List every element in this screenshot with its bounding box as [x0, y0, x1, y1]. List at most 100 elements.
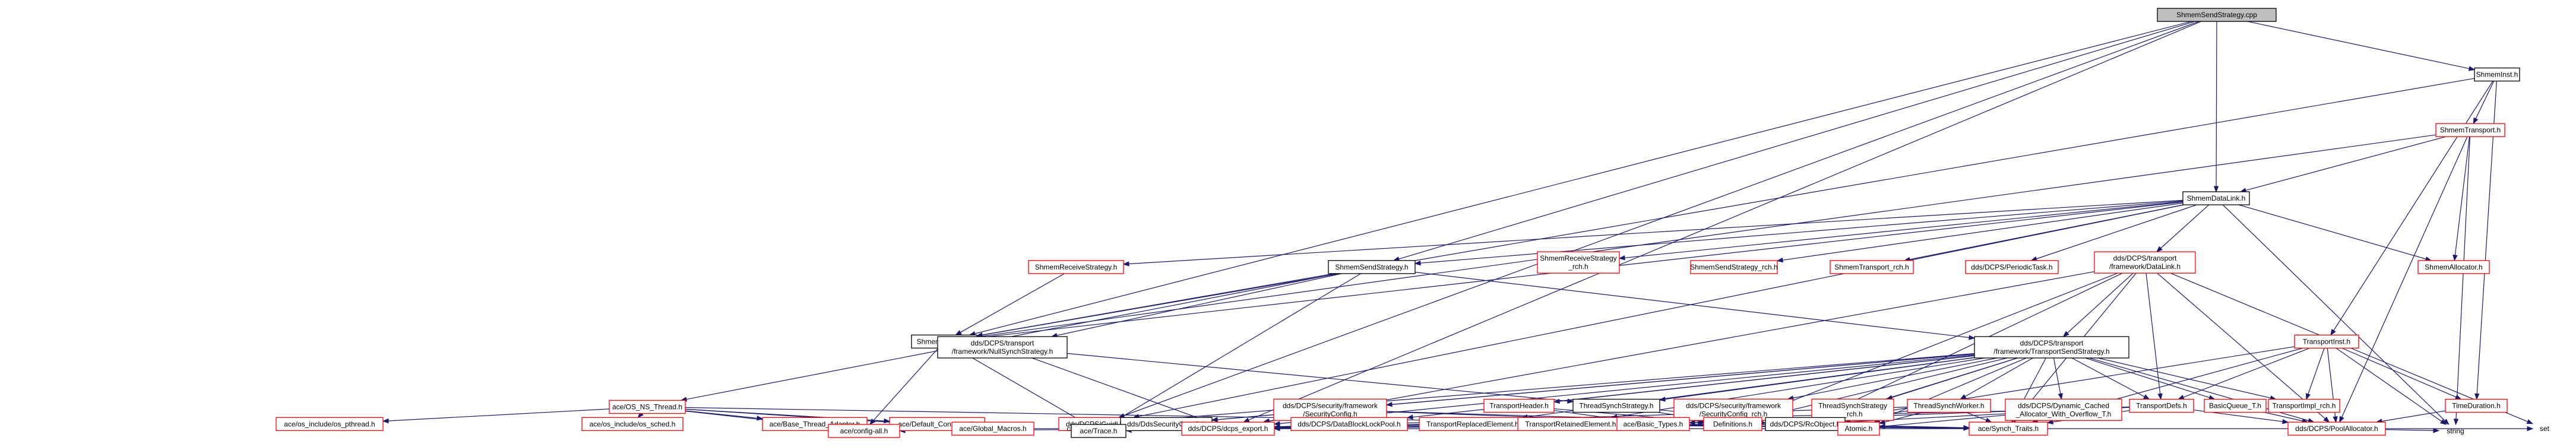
node-box [1690, 260, 1778, 274]
edge-line [1754, 272, 2118, 416]
node-box [609, 400, 686, 414]
node-shmem-transport[interactable]: ShmemTransport.h [2435, 123, 2505, 137]
node-os-include-pthread[interactable]: ace/os_include/os_pthread.h [276, 417, 384, 432]
node-transport-defs[interactable]: TransportDefs.h [2129, 398, 2194, 413]
node-label: _rch.h [1568, 262, 1588, 271]
node-config-all[interactable]: ace/config-all.h [828, 424, 900, 438]
node-shmem-receive-strategy-rch[interactable]: ShmemReceiveStrategy_rch.h [1537, 251, 1620, 274]
node-thread-synch-worker[interactable]: ThreadSynchWorker.h [1907, 398, 1991, 413]
edge-transport_inst-to-transport_impl_rch [2306, 348, 2325, 400]
node-transport-replaced-element[interactable]: TransportReplacedElement.h [1419, 417, 1527, 432]
edge-arrowhead [2323, 416, 2330, 423]
edge-line [1269, 271, 2095, 422]
node-shmem-send-strategy-rch[interactable]: ShmemSendStrategy_rch.h [1690, 260, 1778, 274]
node-box [2294, 334, 2359, 349]
node-label: ace/OS_NS_Thread.h [612, 402, 682, 411]
node-box [2287, 421, 2386, 436]
edge-line [2308, 348, 2325, 395]
edge-line [1420, 200, 2183, 264]
edge-line [2157, 272, 2325, 419]
node-transport-inst[interactable]: TransportInst.h [2294, 334, 2359, 349]
node-label: ace/Global_Macros.h [959, 424, 1026, 433]
edge-shmem_datalink-to-shmem_receive_strategy [1122, 199, 2183, 267]
node-data-block-lock-pool[interactable]: dds/DCPS/DataBlockLockPool.h [1290, 417, 1408, 432]
edge-arrowhead [1618, 255, 1625, 261]
edge-line [982, 134, 2436, 337]
edge-line [1031, 357, 1205, 421]
edge-line [2341, 347, 2457, 398]
node-security-config[interactable]: dds/DCPS/security/framework/SecurityConf… [1273, 398, 1387, 421]
node-label: ShmemReceiveStrategy.h [1035, 263, 1118, 271]
node-shmem-datalink[interactable]: ShmemDataLink.h [2182, 191, 2250, 205]
node-shmem-send-strategy[interactable]: ShmemSendStrategy.h [1328, 260, 1416, 274]
node-transport-impl-rch[interactable]: TransportImpl_rch.h [2268, 398, 2340, 413]
node-os-ns-thread[interactable]: ace/OS_NS_Thread.h [609, 400, 686, 414]
node-synch-traits[interactable]: ace/Synch_Traits.h [1969, 421, 2048, 436]
node-datalink[interactable]: dds/DCPS/transport/framework/DataLink.h [2094, 251, 2196, 274]
node-global-macros[interactable]: ace/Global_Macros.h [951, 421, 1034, 436]
node-atomic[interactable]: Atomic.h [1837, 421, 1880, 436]
node-thread-synch-strategy-rch[interactable]: ThreadSynchStrategy_rch.h [1811, 398, 1894, 421]
edge-line [388, 408, 610, 421]
edge-arrowhead [2452, 254, 2458, 262]
node-transport-header[interactable]: TransportHeader.h [1483, 398, 1555, 413]
node-box [276, 417, 384, 432]
node-pool-allocator[interactable]: dds/DCPS/PoolAllocator.h [2287, 421, 2386, 436]
edge-null_synch-to-dcps_export [1031, 357, 1211, 423]
edge-datalink-to-transport_defs [2145, 273, 2163, 400]
node-label: set [2540, 424, 2550, 433]
edge-line [2455, 137, 2471, 420]
edge-line [2183, 347, 2310, 398]
node-shmem-allocator[interactable]: ShmemAllocator.h [2417, 260, 2490, 274]
node-label: _Allocator_With_Overflow_T.h [2015, 410, 2112, 418]
node-rc-object[interactable]: dds/DCPS/RcObject.h [1765, 417, 1846, 432]
edge-line [2385, 429, 2434, 431]
node-time-duration[interactable]: TimeDuration.h [2445, 398, 2508, 413]
edge-shmem_datalink-to-string [2222, 204, 2450, 425]
node-label: _rch.h [1842, 410, 1862, 418]
edge-transport_inst-to-time_duration [2341, 347, 2462, 400]
edge-datalink-to-transport_send_strategy [2062, 272, 2134, 337]
node-label: Definitions.h [1713, 420, 1752, 428]
edge-line [1268, 420, 1274, 422]
node-security-config-rch[interactable]: dds/DCPS/security/framework/SecurityConf… [1673, 398, 1793, 421]
node-shmem-transport-rch[interactable]: ShmemTransport_rch.h [1830, 260, 1914, 274]
node-label: BasicQueue_T.h [2209, 401, 2261, 410]
node-transport-retained-element[interactable]: TransportRetainedElement.h [1517, 417, 1624, 432]
node-ace-trace[interactable]: ace/Trace.h [1071, 424, 1126, 438]
node-box [1837, 421, 1880, 436]
edge-line [2097, 357, 2271, 399]
node-thread-synch-strategy[interactable]: ThreadSynchStrategy.h [1572, 398, 1660, 413]
node-label: dds/DCPS/dcps_export.h [1188, 424, 1268, 433]
node-box [2157, 8, 2277, 22]
edge-line [2264, 411, 2303, 421]
node-label: TransportDefs.h [2136, 401, 2187, 410]
edge-arrowhead [2468, 66, 2476, 71]
node-periodic-task[interactable]: dds/DCPS/PeriodicTask.h [1965, 260, 2059, 274]
node-label: dds/DCPS/transport [971, 339, 1034, 347]
edge-line [1964, 357, 2033, 397]
node-transport-send-strategy[interactable]: dds/DCPS/transport/framework/TransportSe… [1974, 336, 2129, 359]
node-label: ace/config-all.h [840, 427, 888, 435]
nodes-layer: ShmemSendStrategy.cppShmemInst.hShmemTra… [276, 8, 2550, 438]
node-shmem-receive-strategy[interactable]: ShmemReceiveStrategy.h [1028, 260, 1124, 274]
node-basic-types[interactable]: ace/Basic_Types.h [1616, 417, 1690, 432]
node-os-include-sched[interactable]: ace/os_include/os_sched.h [581, 417, 683, 432]
node-label: ShmemSendStrategy_rch.h [1690, 263, 1777, 271]
node-box [2268, 398, 2340, 413]
node-dynamic-cached-allocator[interactable]: dds/DCPS/Dynamic_Cached_Allocator_With_O… [2005, 398, 2122, 421]
node-label: TransportReplacedElement.h [1426, 420, 1519, 428]
edge-line [960, 273, 1065, 333]
node-label: ace/os_include/os_sched.h [590, 420, 676, 428]
node-root[interactable]: ShmemSendStrategy.cpp [2157, 8, 2277, 22]
node-label: dds/DCPS/security/framework [1283, 401, 1378, 410]
node-box [581, 417, 683, 432]
node-basic-queue[interactable]: BasicQueue_T.h [2204, 398, 2267, 413]
edge-line [1793, 357, 1998, 399]
edge-line [1398, 21, 2195, 259]
node-dcps-export[interactable]: dds/DCPS/dcps_export.h [1181, 421, 1275, 436]
node-shmem-inst[interactable]: ShmemInst.h [2474, 67, 2520, 82]
edge-line [1966, 411, 1987, 421]
node-null-synch[interactable]: dds/DCPS/transport/framework/NullSynchSt… [937, 336, 1068, 359]
node-definitions[interactable]: Definitions.h [1703, 417, 1762, 432]
